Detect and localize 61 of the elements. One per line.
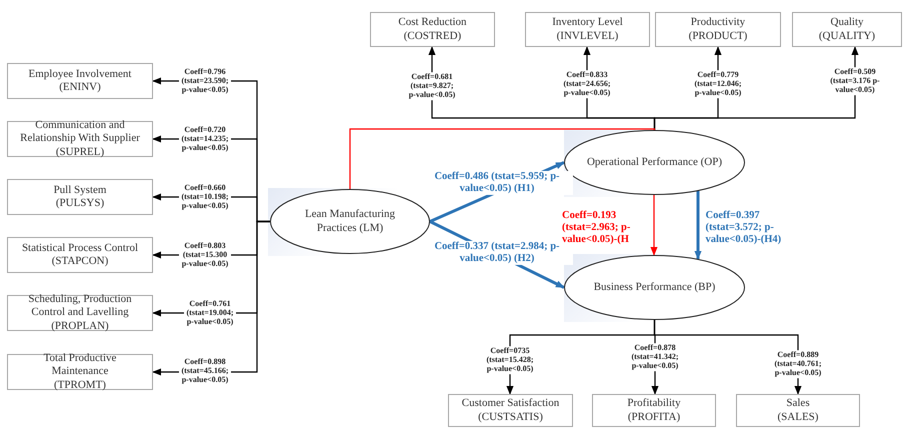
node-label: Pull System: [54, 184, 106, 197]
node-label: (SALES): [778, 410, 818, 424]
edge-label: Coeff=0.889 (tstat=40.761; p-value<0.05): [772, 350, 824, 378]
node-label: (ENINV): [59, 81, 101, 94]
node-label: Customer Satisfaction: [462, 397, 560, 410]
process-box: [7, 63, 153, 99]
process-box: [792, 12, 902, 47]
node-label: (INVLEVEL): [556, 30, 618, 43]
arrow: [694, 191, 702, 260]
ellipse-node: [270, 189, 430, 254]
node-label: Statistical Process Control: [22, 242, 138, 255]
ellipse-node: [564, 130, 745, 195]
node-label: (PULSYS): [56, 197, 104, 210]
process-box: [7, 295, 153, 331]
process-box: [370, 12, 495, 47]
edge-label: Coeff=0735 (tstat=15.428; p-value<0.05): [484, 346, 536, 374]
process-box: [655, 12, 781, 47]
edge-label: Coeff=0.779 (tstat=12.046; p-value<0.05): [692, 70, 744, 98]
node-label: (PRODUCT): [688, 30, 748, 43]
process-box: [592, 394, 716, 427]
node-label: Cost Reduction: [398, 16, 467, 30]
node-label: (COSTRED): [404, 30, 462, 43]
node-label: Scheduling, Production Control and Lavelling: [27, 293, 133, 320]
node-label: Inventory Level: [552, 16, 623, 30]
edge-label: Coeff=0.878 (tstat=41.342; p-value<0.05): [629, 343, 681, 371]
node-label: Employee Involvement: [28, 68, 132, 81]
node-label: (CUSTSATIS): [478, 410, 543, 424]
process-box: [525, 12, 650, 47]
edge-label: Coeff=0.720 (tstat=14.235; p-value<0.05): [179, 125, 231, 153]
node-label: (PROFITA): [628, 410, 680, 424]
edge-label: Coeff=0.681 (tstat=9.827; p-value<0.05): [406, 72, 458, 100]
edge-label: Coeff=0.660 (tstat=10.198; p-value<0.05): [179, 183, 231, 211]
node-label: (QUALITY): [818, 30, 876, 43]
arrow: [654, 46, 859, 130]
ellipse-node: [564, 255, 745, 320]
edge-label: Coeff=0.796 (tstat=23.590; p-value<0.05): [179, 67, 231, 95]
process-box: [7, 237, 153, 273]
node-label: Sales: [786, 397, 810, 410]
node-label: (TPROMT): [54, 378, 106, 392]
node-label: (STAPCON): [52, 255, 108, 268]
node-label: Communication and Relationship With Supplier: [19, 119, 141, 146]
edge-label: Coeff=0.833 (tstat=24.656; p-value<0.05): [561, 70, 613, 98]
edge-label: Coeff=0.898 (tstat=45.166; p-value<0.05): [179, 357, 231, 385]
arrow: [650, 195, 658, 256]
node-label: Operational Performance (OP): [586, 156, 722, 170]
process-box: [7, 179, 153, 215]
process-box: [736, 394, 860, 427]
node-label: Lean Manufacturing Practices (LM): [304, 208, 396, 235]
node-label: Profitability: [627, 397, 681, 410]
node-label: Total Productive Maintenance: [42, 352, 118, 379]
node-label: Productivity: [690, 16, 746, 30]
process-box: [7, 121, 153, 157]
node-label: (PROPLAN): [51, 320, 109, 333]
edge-label: Coeff=0.803 (tstat=15.300 p-value<0.05): [179, 241, 231, 269]
edge-label: Coeff=0.761 (tstat=19.004; p-value<0.05): [184, 299, 236, 327]
process-box: [448, 394, 573, 427]
node-label: Quality: [830, 16, 864, 30]
process-box: [7, 354, 153, 390]
node-label: (SUPREL): [56, 146, 104, 159]
edge-label: Coeff=0.509 (tstat=3.176 p-value<0.05): [829, 67, 881, 95]
node-label: Business Performance (BP): [594, 280, 716, 294]
